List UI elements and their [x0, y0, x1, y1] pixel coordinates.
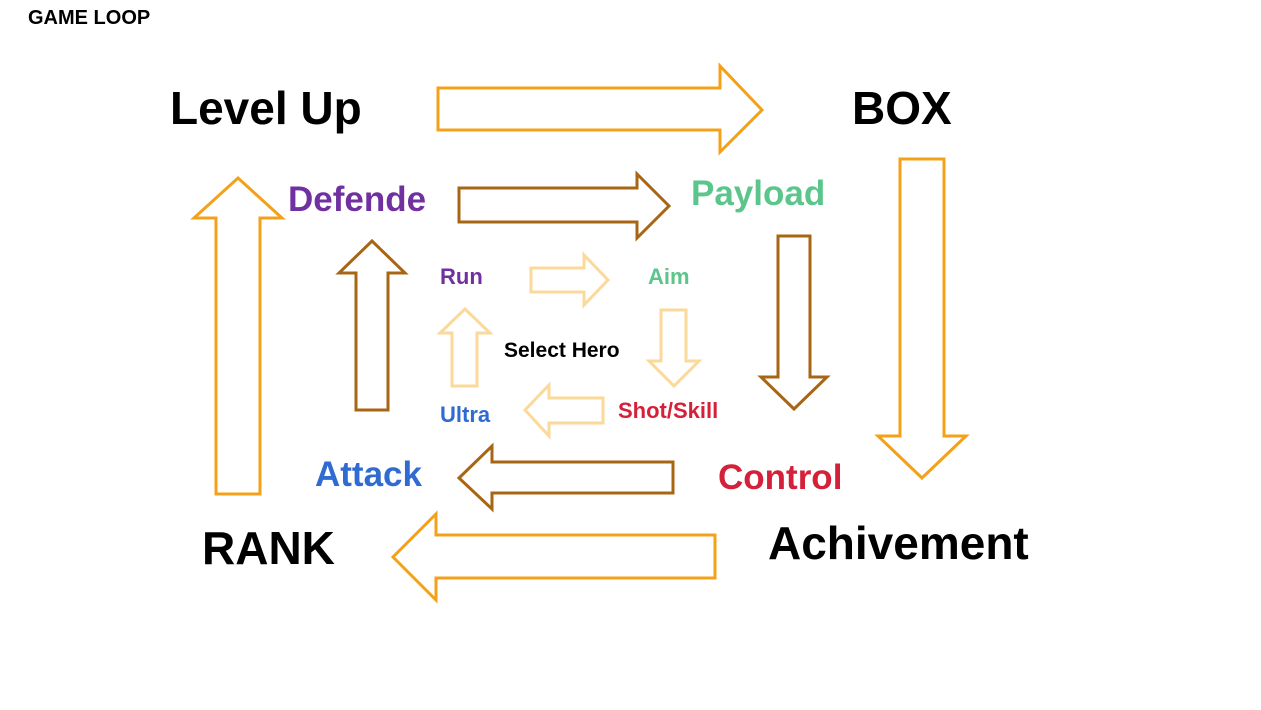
arrow-achivement-to-rank: [390, 510, 717, 604]
label-rank: RANK: [202, 522, 335, 574]
label-box: BOX: [852, 82, 952, 134]
label-defende: Defende: [288, 180, 427, 219]
label-achivement: Achivement: [768, 517, 1029, 569]
label-level-up: Level Up: [170, 82, 362, 134]
label-attack: Attack: [315, 455, 422, 494]
arrow-rank-to-levelup: [190, 175, 286, 496]
arrow-control-to-attack: [456, 442, 675, 513]
label-aim: Aim: [648, 264, 690, 289]
label-select-hero: Select Hero: [504, 339, 620, 362]
arrow-ultra-to-run: [436, 306, 494, 388]
arrow-levelup-to-box: [436, 62, 765, 156]
arrow-defende-to-payload: [457, 170, 672, 242]
label-shot-skill: Shot/Skill: [618, 398, 719, 423]
label-payload: Payload: [691, 174, 826, 213]
arrow-box-to-achivement: [874, 157, 970, 481]
arrow-run-to-aim: [529, 251, 611, 309]
label-run: Run: [440, 264, 483, 289]
arrow-payload-to-control: [757, 234, 831, 412]
arrow-attack-to-defende: [335, 238, 409, 412]
arrow-aim-to-shot: [645, 308, 703, 389]
label-control: Control: [718, 458, 843, 497]
label-ultra: Ultra: [440, 402, 491, 427]
arrow-shot-to-ultra: [522, 381, 605, 440]
diagram-title: GAME LOOP: [28, 7, 151, 29]
